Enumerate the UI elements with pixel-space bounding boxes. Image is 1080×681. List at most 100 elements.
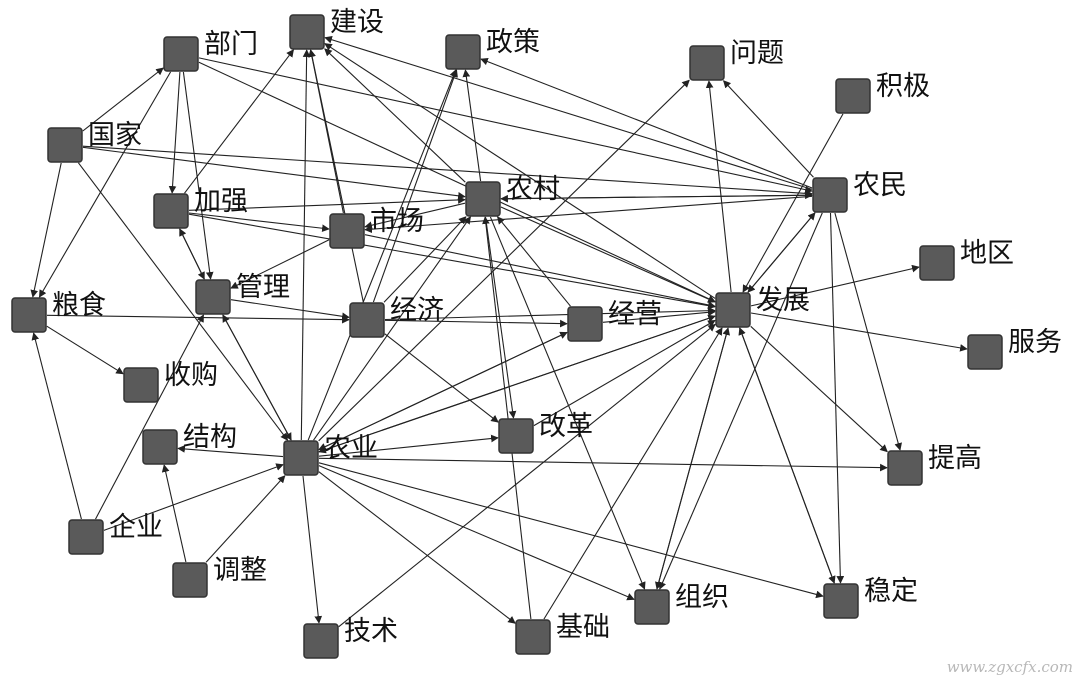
node-box-jianshe[interactable] xyxy=(289,14,325,50)
node-jiaqiang[interactable]: 加强 xyxy=(153,186,248,229)
node-box-wending[interactable] xyxy=(823,583,859,619)
node-box-jiegou[interactable] xyxy=(142,429,178,465)
edge-jiaqiang-fazhan xyxy=(188,213,716,310)
node-box-nongmin[interactable] xyxy=(812,177,848,213)
node-box-guojia[interactable] xyxy=(47,127,83,163)
edge-nongye-gaige xyxy=(318,434,499,457)
edge-fazhan-nongmin xyxy=(747,212,816,293)
node-box-diqu[interactable] xyxy=(919,245,955,281)
node-box-wenti[interactable] xyxy=(689,45,725,81)
node-jingying[interactable]: 经营 xyxy=(567,299,662,342)
edge-jiaqiang-jianshe xyxy=(184,49,294,194)
edge-qiye-liangshi xyxy=(31,332,82,520)
edge-nongye-fazhan xyxy=(318,314,716,453)
node-box-jingying[interactable] xyxy=(567,306,603,342)
node-box-bumen[interactable] xyxy=(163,36,199,72)
node-shichang[interactable]: 市场 xyxy=(329,206,424,249)
node-box-zhengce[interactable] xyxy=(445,34,481,70)
edge-jiaqiang-shichang xyxy=(188,212,330,233)
node-label-zuzhi: 组织 xyxy=(675,582,729,613)
edge-nongmin-tigao xyxy=(834,212,902,451)
edge-nongye-wenti xyxy=(318,79,690,442)
node-box-tiaozheng[interactable] xyxy=(172,562,208,598)
edge-fazhan-tigao xyxy=(750,325,888,453)
node-label-fazhan: 发展 xyxy=(756,285,810,316)
node-box-jishu[interactable] xyxy=(303,623,339,659)
node-label-zhengce: 政策 xyxy=(486,27,540,58)
edge-jiji-fazhan xyxy=(742,113,844,293)
node-box-liangshi[interactable] xyxy=(11,297,47,333)
edge-guanli-jiaqiang xyxy=(179,228,205,280)
edge-bumen-liangshi xyxy=(38,71,172,298)
node-box-guanli[interactable] xyxy=(195,279,231,315)
edge-jishu-fazhan xyxy=(338,323,716,628)
node-box-zuzhi[interactable] xyxy=(634,589,670,625)
node-label-nongmin: 农民 xyxy=(853,170,907,201)
node-guanli[interactable]: 管理 xyxy=(195,272,290,315)
node-jiegou[interactable]: 结构 xyxy=(142,422,237,465)
edge-nongye-zuzhi xyxy=(318,465,635,601)
node-jianshe[interactable]: 建设 xyxy=(289,7,384,50)
edge-nongcun-gaige xyxy=(484,216,517,419)
node-box-fuwu[interactable] xyxy=(967,334,1003,370)
node-qiye[interactable]: 企业 xyxy=(68,512,163,555)
edge-nongye-jingying xyxy=(318,331,568,451)
node-box-qiye[interactable] xyxy=(68,519,104,555)
edge-fazhan-wenti xyxy=(705,80,732,293)
edge-bumen-nongmin xyxy=(198,57,813,194)
edge-jingying-nongcun xyxy=(497,216,571,307)
node-diqu[interactable]: 地区 xyxy=(919,238,1014,281)
node-nongmin[interactable]: 农民 xyxy=(812,170,907,213)
node-box-gaige[interactable] xyxy=(498,418,534,454)
node-wenti[interactable]: 问题 xyxy=(689,38,784,81)
edge-liangshi-shougou xyxy=(46,325,124,375)
node-nongcun[interactable]: 农村 xyxy=(465,174,560,217)
node-box-tigao[interactable] xyxy=(887,450,923,486)
node-zuzhi[interactable]: 组织 xyxy=(634,582,729,625)
node-box-nongcun[interactable] xyxy=(465,181,501,217)
edge-nongye-nongcun xyxy=(313,216,471,441)
node-label-nongye: 农业 xyxy=(324,433,378,464)
edge-bumen-fazhan xyxy=(198,61,716,303)
node-label-jishu: 技术 xyxy=(344,616,398,647)
edge-jingying-fazhan xyxy=(602,308,716,323)
edge-nongye-jiegou xyxy=(177,445,284,458)
edge-jingji-zhengce xyxy=(372,69,458,303)
edge-guojia-nongcun xyxy=(82,146,466,200)
node-tiaozheng[interactable]: 调整 xyxy=(172,555,267,598)
edge-nongcun-shichang xyxy=(364,202,466,229)
node-fuwu[interactable]: 服务 xyxy=(967,327,1062,370)
node-box-shougou[interactable] xyxy=(123,367,159,403)
node-tigao[interactable]: 提高 xyxy=(887,443,982,486)
node-label-jiji: 积极 xyxy=(876,71,930,102)
edge-guojia-bumen xyxy=(82,67,164,132)
node-box-jichu[interactable] xyxy=(515,619,551,655)
node-box-shichang[interactable] xyxy=(329,213,365,249)
node-box-fazhan[interactable] xyxy=(715,292,751,328)
node-box-jingji[interactable] xyxy=(349,302,385,338)
node-jishu[interactable]: 技术 xyxy=(303,616,398,659)
node-fazhan[interactable]: 发展 xyxy=(715,285,810,328)
node-wending[interactable]: 稳定 xyxy=(823,576,918,619)
edge-nongcun-jianshe xyxy=(324,48,466,183)
node-box-jiji[interactable] xyxy=(835,78,871,114)
node-bumen[interactable]: 部门 xyxy=(163,29,258,72)
edge-guojia-liangshi xyxy=(30,162,62,298)
node-jiji[interactable]: 积极 xyxy=(835,71,930,114)
node-box-nongye[interactable] xyxy=(283,440,319,476)
edge-fazhan-diqu xyxy=(750,264,920,307)
edge-nongmin-nongcun xyxy=(500,194,813,203)
node-jichu[interactable]: 基础 xyxy=(515,612,610,655)
node-gaige[interactable]: 改革 xyxy=(498,411,593,454)
node-guojia[interactable]: 国家 xyxy=(47,120,142,163)
node-shougou[interactable]: 收购 xyxy=(123,360,218,403)
node-nongye[interactable]: 农业 xyxy=(283,433,378,476)
node-liangshi[interactable]: 粮食 xyxy=(11,290,106,333)
node-label-guanli: 管理 xyxy=(236,272,290,303)
node-box-jiaqiang[interactable] xyxy=(153,193,189,229)
edge-wending-fazhan xyxy=(738,327,835,584)
edge-nongye-wending xyxy=(318,462,824,599)
node-label-tigao: 提高 xyxy=(928,443,982,474)
node-zhengce[interactable]: 政策 xyxy=(445,27,540,70)
node-jingji[interactable]: 经济 xyxy=(349,295,444,338)
